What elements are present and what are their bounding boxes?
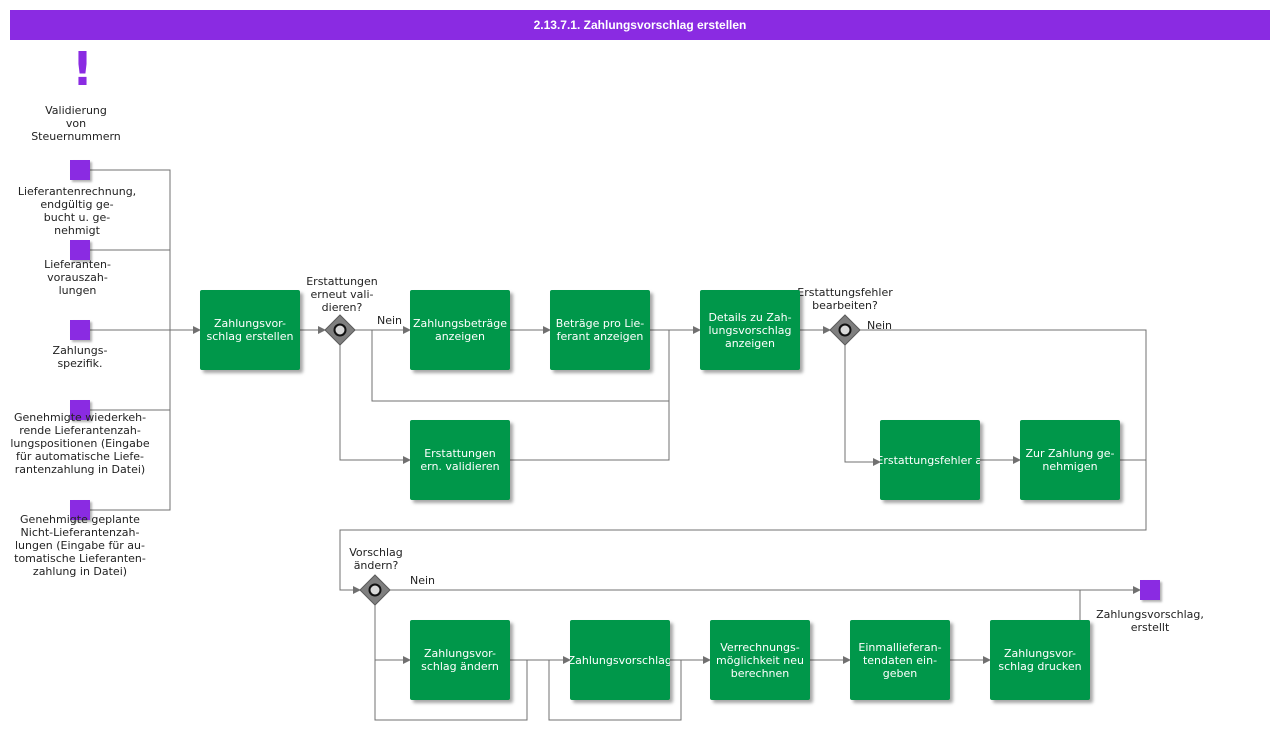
function-zur-zahlung-genehmigen[interactable]: Zur Zahlung ge- nehmigen: [1020, 420, 1120, 500]
event-wiederkehrend-label: Genehmigte wiederkeh- rende Lieferantenz…: [10, 411, 150, 476]
gateway-2-label: Erstattungsfehler bearbeiten?: [797, 286, 893, 312]
function-sperrung-eingeben[interactable]: Sperrung/Zahlungsvorschlag eingeben: [570, 620, 670, 700]
connector-bypass-row3a: [374, 660, 528, 721]
function-erstattungsfehler-anzeigen[interactable]: Details/Erstattungsfehler anzeigen: [880, 420, 980, 500]
event-rechnung: [70, 160, 90, 180]
event-rechnung-label: Lieferantenrechnung, endgültig ge- bucht…: [17, 185, 137, 237]
function-betraege-pro-lieferant[interactable]: Beträge pro Lie- ferant anzeigen: [550, 290, 650, 370]
event-wiederkehrend: [70, 400, 90, 420]
function-label: Zahlungsvor- schlag drucken: [998, 647, 1082, 673]
function-einmallieferantendaten[interactable]: Einmallieferan- tendaten ein- geben: [850, 620, 950, 700]
connector-geplant: [80, 330, 171, 511]
event-vorauszahlungen-label: Lieferanten- vorauszah- lungen: [44, 258, 111, 297]
connector-bypass-row3b: [548, 660, 682, 721]
connector-validieren-details: [510, 401, 670, 461]
event-end: [1140, 580, 1160, 600]
function-label: Zahlungsvor- schlag ändern: [421, 647, 499, 673]
gateway-erstattungsfehler: [829, 314, 861, 346]
gateway-erstattungen-validieren: [324, 314, 356, 346]
function-label: Beträge pro Lie- ferant anzeigen: [555, 317, 645, 343]
gateway-1-label: Erstattungen erneut vali- dieren?: [306, 275, 378, 314]
exclamation-icon: !: [72, 42, 93, 96]
validierung-label: Validierung von Steuernummern: [31, 104, 121, 143]
function-label: Details/Erstattungsfehler anzeigen: [880, 453, 980, 467]
connector-gw2-nein: [339, 329, 1147, 594]
gateway-vorschlag-aendern: [359, 574, 391, 606]
function-erstattungen-validieren[interactable]: Erstattungen ern. validieren: [410, 420, 510, 500]
diagram-title: 2.13.7.1. Zahlungsvorschlag erstellen: [10, 10, 1270, 40]
branch-nein-2: Nein: [867, 319, 893, 332]
function-label: Zahlungsbeträge anzeigen: [412, 317, 508, 343]
function-verrechnung-berechnen[interactable]: Verrechnungs- möglichkeit neu berechnen: [710, 620, 810, 700]
gateway-3-label: Vorschlag ändern?: [349, 546, 403, 572]
function-label: Verrechnungs- möglichkeit neu berechnen: [716, 640, 804, 680]
function-zahlungsvorschlag-erstellen[interactable]: Zahlungsvor- schlag erstellen: [200, 290, 300, 370]
branch-nein-3: Nein: [410, 574, 436, 587]
function-zahlungsvorschlag-aendern[interactable]: Zahlungsvor- schlag ändern: [410, 620, 510, 700]
function-zahlungsvorschlag-drucken[interactable]: Zahlungsvor- schlag drucken: [990, 620, 1090, 700]
function-label: Details zu Zah- lungsvorschlag anzeigen: [708, 310, 792, 350]
event-spezifik-label: Zahlungs- spezifik.: [52, 344, 108, 370]
event-end-label: Zahlungsvorschlag, erstellt: [1096, 608, 1204, 634]
branch-nein-1: Nein: [377, 314, 403, 327]
connector-gw1-validieren: [339, 345, 411, 464]
event-spezifik: [70, 320, 90, 340]
connector-gw3-aendern: [374, 605, 411, 664]
function-label: Sperrung/Zahlungsvorschlag eingeben: [570, 653, 670, 667]
function-label: Zahlungsvor- schlag erstellen: [206, 317, 294, 343]
function-label: Erstattungen ern. validieren: [420, 447, 500, 473]
function-zahlungsbetraege-anzeigen[interactable]: Zahlungsbeträge anzeigen: [410, 290, 510, 370]
event-vorauszahlungen: [70, 240, 90, 260]
function-label: Einmallieferan- tendaten ein- geben: [858, 640, 942, 680]
connector-rechnung: [80, 169, 171, 330]
function-details-anzeigen[interactable]: Details zu Zah- lungsvorschlag anzeigen: [700, 290, 800, 370]
event-geplant-label: Genehmigte geplante Nicht-Lieferantenzah…: [14, 513, 146, 578]
event-geplant: [70, 500, 90, 520]
connector-gw2-fehler: [844, 345, 881, 466]
function-label: Zur Zahlung ge- nehmigen: [1025, 447, 1115, 473]
connector-bypass-row1: [371, 330, 670, 402]
